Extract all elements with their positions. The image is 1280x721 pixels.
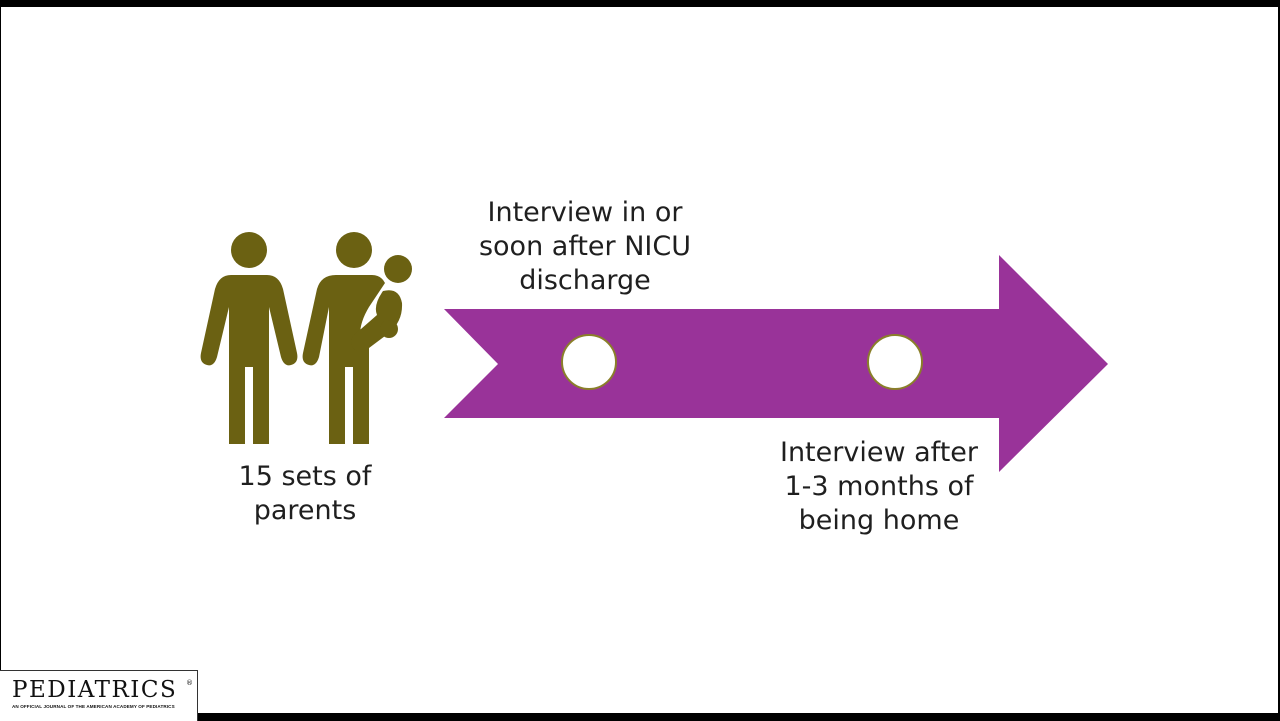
parents-label: 15 sets of parents xyxy=(238,461,372,526)
timeline-marker-1 xyxy=(561,334,617,390)
diagram-canvas xyxy=(200,232,1108,472)
logo-subtitle: AN OFFICIAL JOURNAL OF THE AMERICAN ACAD… xyxy=(12,704,175,709)
milestone-label-1: Interview in or soon after NICU discharg… xyxy=(478,197,692,296)
adult-holding-baby-icon xyxy=(302,232,412,444)
journal-logo: PEDIATRICS ® AN OFFICIAL JOURNAL OF THE … xyxy=(0,670,198,721)
milestone-label-2: Interview after 1-3 months of being home xyxy=(779,437,978,536)
timeline-arrow-icon xyxy=(444,255,1108,472)
slide: 15 sets of parents Interview in or soon … xyxy=(1,7,1278,713)
timeline-marker-2 xyxy=(867,334,923,390)
logo-registered-mark: ® xyxy=(186,679,193,687)
adult-figure-icon xyxy=(200,232,298,444)
logo-title: PEDIATRICS xyxy=(12,677,178,703)
